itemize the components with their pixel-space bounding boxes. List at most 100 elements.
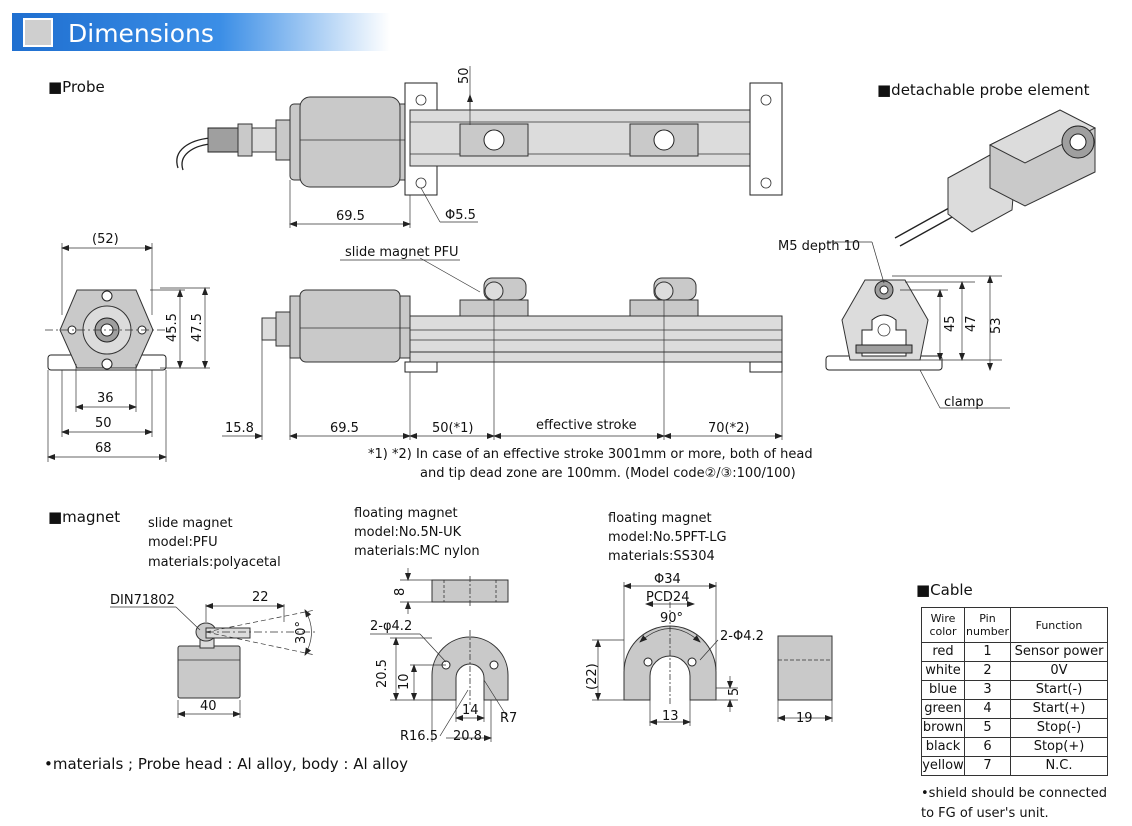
- dim-15-8: 15.8: [225, 421, 254, 436]
- dim-20-5: 20.5: [375, 659, 390, 688]
- floating1-title: floating magnet: [354, 506, 458, 521]
- pin-number: 3: [964, 680, 1011, 700]
- function: Stop(-): [1010, 718, 1108, 738]
- dim-45-5: 45.5: [165, 313, 180, 342]
- dim-50-vertical: 50: [457, 67, 472, 84]
- dim-r7: R7: [500, 711, 517, 726]
- effective-stroke-label: effective stroke: [536, 418, 637, 433]
- materials-note: •materials ; Probe head : Al alloy, body…: [44, 755, 408, 773]
- pin-number: 7: [964, 756, 1011, 776]
- floating2-title: floating magnet: [608, 511, 712, 526]
- function: Sensor power: [1010, 642, 1108, 662]
- dim-8: 8: [393, 588, 408, 596]
- dim-22-slide: 22: [252, 590, 269, 605]
- function: Start(-): [1010, 680, 1108, 700]
- wire-color: brown: [921, 718, 965, 738]
- dim-47-5: 47.5: [190, 313, 205, 342]
- dim-19: 19: [796, 711, 813, 726]
- slide-magnet-drawing: slide magnet model:PFU materials:polyace…: [110, 516, 316, 718]
- dim-r16-5: R16.5: [400, 729, 438, 744]
- dim-13: 13: [662, 709, 679, 724]
- dim-47-right: 47: [964, 315, 979, 332]
- dim-45-right: 45: [943, 315, 958, 332]
- dim-5: 5: [727, 688, 742, 696]
- slide-magnet-title: slide magnet: [148, 516, 233, 531]
- dim-22-float: (22): [585, 663, 600, 690]
- header-square-icon: [23, 18, 53, 47]
- dim-90deg: 90°: [660, 611, 683, 626]
- function: Start(+): [1010, 699, 1108, 719]
- pin-number: 4: [964, 699, 1011, 719]
- note-line-1: *1) *2) In case of an effective stroke 3…: [368, 447, 813, 462]
- function: N.C.: [1010, 756, 1108, 776]
- dim-70-star2: 70(*2): [708, 421, 749, 436]
- wire-color: blue: [921, 680, 965, 700]
- dim-69-5-top: 69.5: [336, 209, 365, 224]
- header-function: Function: [1010, 607, 1108, 643]
- dim-phi34: Φ34: [654, 572, 681, 587]
- floating1-model: model:No.5N-UK: [354, 525, 462, 540]
- dim-phi5-5: Φ5.5: [445, 208, 476, 223]
- hole-label-2: 2-Φ4.2: [720, 629, 764, 644]
- wire-color: black: [921, 737, 965, 757]
- pin-number: 5: [964, 718, 1011, 738]
- floating-magnet-uk-drawing: floating magnet model:No.5N-UK materials…: [354, 506, 517, 744]
- floating-magnet-lg-drawing: floating magnet model:No.5PFT-LG materia…: [585, 511, 833, 726]
- page-title: Dimensions: [68, 19, 214, 48]
- detachable-probe-illustration: [894, 109, 1097, 247]
- dim-40: 40: [200, 699, 217, 714]
- pin-number: 6: [964, 737, 1011, 757]
- dim-10: 10: [397, 673, 412, 690]
- dim-pcd24: PCD24: [646, 590, 689, 605]
- function: 0V: [1010, 661, 1108, 681]
- dim-20-8: 20.8: [453, 729, 482, 744]
- detachable-label: ■detachable probe element: [877, 81, 1090, 99]
- slide-magnet-model: model:PFU: [148, 535, 218, 550]
- clamp-label: clamp: [944, 395, 984, 410]
- din71802-label: DIN71802: [110, 593, 175, 608]
- floating2-model: model:No.5PFT-LG: [608, 530, 727, 545]
- slide-magnet-materials: materials:polyacetal: [148, 555, 281, 570]
- dim-50-star1: 50(*1): [432, 421, 473, 436]
- pin-number: 2: [964, 661, 1011, 681]
- dim-52: (52): [92, 232, 119, 247]
- probe-top-view: 69.5 Φ5.5 50: [176, 66, 783, 228]
- dim-68: 68: [95, 441, 112, 456]
- floating1-materials: materials:MC nylon: [354, 544, 480, 559]
- cable-table-header: Wire color Pin number Function: [921, 607, 1108, 643]
- floating2-materials: materials:SS304: [608, 549, 715, 564]
- header-bar: Dimensions: [12, 13, 390, 51]
- dim-53-right: 53: [989, 317, 1004, 334]
- note-line-2: and tip dead zone are 100mm. (Model code…: [420, 466, 796, 481]
- magnet-label: ■magnet: [48, 508, 120, 526]
- wire-color: yellow: [921, 756, 965, 776]
- dim-36: 36: [97, 391, 114, 406]
- header-wire-color: Wire color: [921, 607, 965, 643]
- wire-color: red: [921, 642, 965, 662]
- pin-number: 1: [964, 642, 1011, 662]
- dim-69-5: 69.5: [330, 421, 359, 436]
- cable-label: ■Cable: [916, 581, 973, 599]
- probe-side-view: slide magnet PFU 15.8 69.5 50(*1) effect…: [222, 245, 783, 440]
- hole-label-1: 2-φ4.2: [370, 619, 412, 634]
- wire-color: green: [921, 699, 965, 719]
- dim-50-base: 50: [95, 416, 112, 431]
- probe-label: ■Probe: [48, 78, 105, 96]
- shield-note: •shield should be connected to FG of use…: [921, 786, 1107, 821]
- function: Stop(+): [1010, 737, 1108, 757]
- slide-magnet-pfu-label: slide magnet PFU: [345, 245, 459, 260]
- header-pin-number: Pin number: [964, 607, 1011, 643]
- wire-color: white: [921, 661, 965, 681]
- dim-14: 14: [462, 703, 479, 718]
- probe-right-end-view: M5 depth 10 45 47 53 clamp: [778, 239, 1010, 410]
- probe-end-view: (52) 45.5 47.5 36 50 68: [45, 232, 210, 462]
